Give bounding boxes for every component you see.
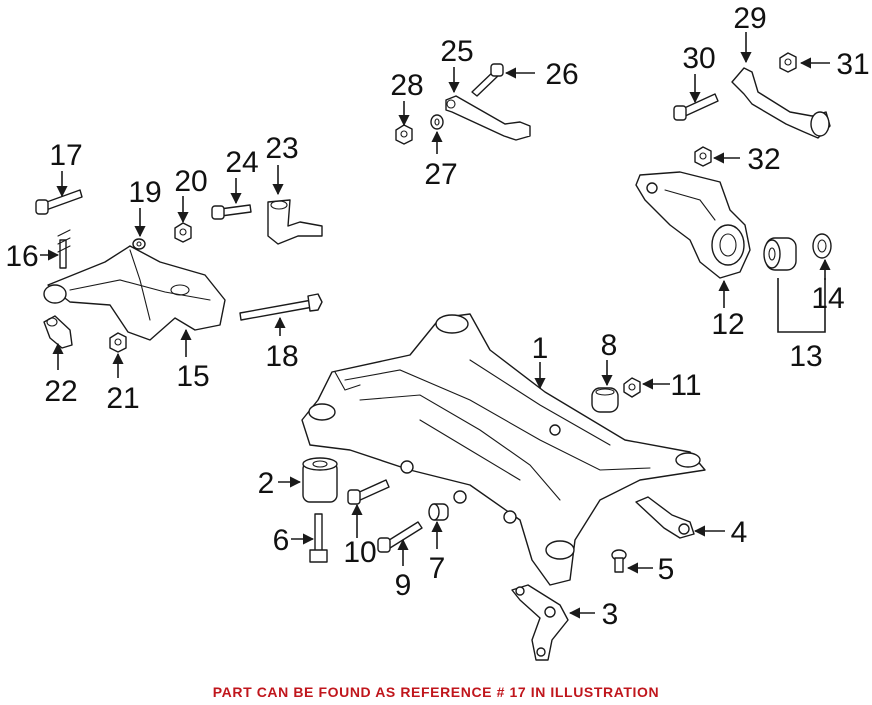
callout-19: 19 xyxy=(128,176,161,209)
callout-30: 30 xyxy=(682,42,715,75)
bolt-9-part xyxy=(377,521,423,553)
callout-2: 2 xyxy=(258,467,275,500)
callout-labels: 1 2 3 4 5 6 7 8 9 10 11 12 13 14 15 16 1… xyxy=(5,2,869,631)
callout-12: 12 xyxy=(711,308,744,341)
callout-28: 28 xyxy=(390,69,423,102)
bolt-30-part xyxy=(673,93,719,121)
knuckle-part xyxy=(635,171,751,279)
nut-21-part xyxy=(109,332,127,353)
callout-31: 31 xyxy=(836,48,869,81)
washer-27-part xyxy=(430,114,444,130)
leader-lines xyxy=(40,32,831,619)
callout-15: 15 xyxy=(176,360,209,393)
callout-26: 26 xyxy=(545,58,578,91)
control-arm-part xyxy=(43,245,226,341)
callout-24: 24 xyxy=(225,146,258,179)
callout-21: 21 xyxy=(106,382,139,415)
plate-part xyxy=(635,496,695,539)
callout-1: 1 xyxy=(532,332,549,365)
callout-22: 22 xyxy=(44,375,77,408)
callout-3: 3 xyxy=(602,598,619,631)
washer-14-part xyxy=(812,233,832,259)
callout-25: 25 xyxy=(440,35,473,68)
callout-6: 6 xyxy=(273,524,290,557)
callout-7: 7 xyxy=(429,552,446,585)
bushing-part xyxy=(302,457,338,503)
stud-part xyxy=(309,513,328,563)
washer-19-part xyxy=(132,238,146,250)
callout-8: 8 xyxy=(601,329,618,362)
nut-31-part xyxy=(779,52,797,73)
bolt-26-part xyxy=(471,63,504,97)
bolt-10-part xyxy=(347,479,390,505)
bolt-17-part xyxy=(35,189,83,215)
cam-bolt-part xyxy=(57,229,71,269)
bolt-24-part xyxy=(211,204,252,220)
callout-32: 32 xyxy=(747,143,780,176)
nut-11-part xyxy=(623,377,641,398)
nut-20-part xyxy=(174,222,192,243)
mount-part xyxy=(591,387,619,413)
reference-note: PART CAN BE FOUND AS REFERENCE # 17 IN I… xyxy=(212,684,660,700)
nut-28-part xyxy=(395,124,413,145)
sleeve-part xyxy=(428,503,449,521)
callout-13: 13 xyxy=(789,340,822,373)
clip-part xyxy=(611,549,627,573)
callout-29: 29 xyxy=(733,2,766,35)
callout-17: 17 xyxy=(49,139,82,172)
bracket-22-part xyxy=(43,315,73,349)
callout-16: 16 xyxy=(5,240,38,273)
link-25-part xyxy=(445,95,531,141)
callout-20: 20 xyxy=(174,165,207,198)
nut-32-part xyxy=(694,146,712,167)
upper-arm-part xyxy=(731,67,831,139)
callout-11: 11 xyxy=(670,369,701,402)
bracket-part xyxy=(511,584,569,661)
callout-27: 27 xyxy=(424,158,457,191)
bolt-18-part xyxy=(239,293,323,321)
callout-5: 5 xyxy=(658,553,675,586)
callout-4: 4 xyxy=(731,516,748,549)
callout-13-bracket xyxy=(777,278,826,333)
subframe-part xyxy=(301,313,706,586)
callout-23: 23 xyxy=(265,132,298,165)
callout-14: 14 xyxy=(811,282,844,315)
link-23-part xyxy=(267,199,323,245)
callout-9: 9 xyxy=(395,569,412,602)
callout-10: 10 xyxy=(343,536,376,569)
bushing-13-part xyxy=(763,237,797,271)
callout-18: 18 xyxy=(265,340,298,373)
